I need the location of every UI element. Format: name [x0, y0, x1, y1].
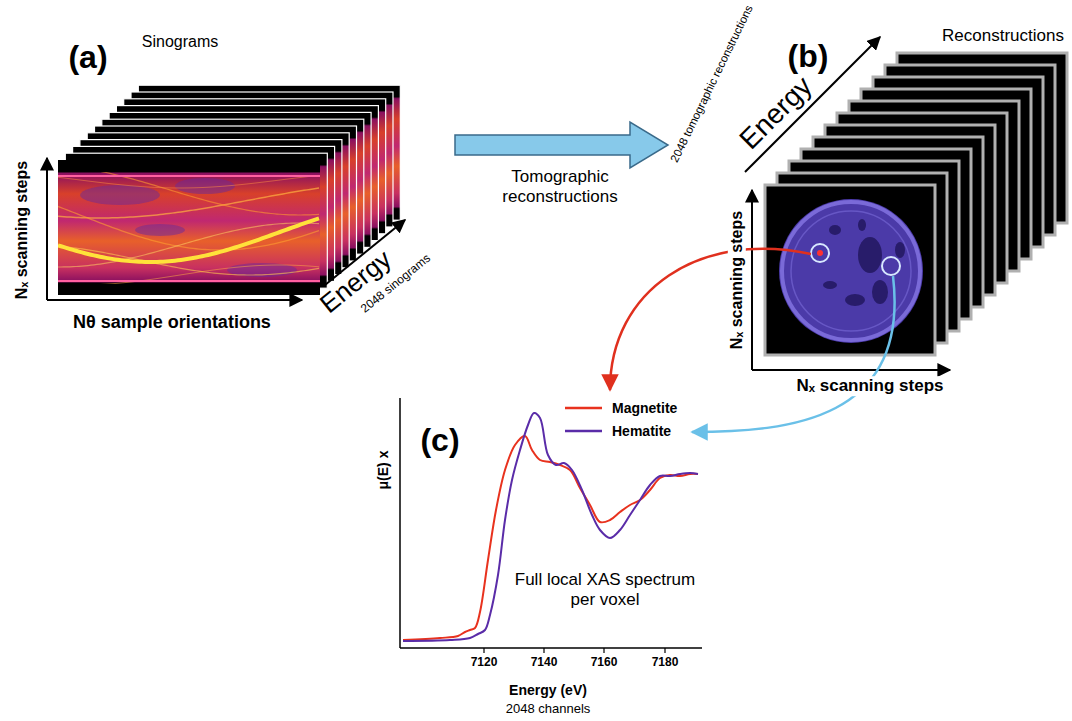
dark-grain [858, 219, 866, 231]
stack-title: Reconstructions [942, 26, 1064, 46]
axis-label: Nₓ scanning steps [13, 161, 31, 299]
y-axis [399, 398, 401, 648]
tick-label: 7180 [652, 656, 679, 670]
tick [543, 648, 544, 653]
tick-label: 7160 [591, 656, 618, 670]
axis-label: Energy [733, 70, 818, 155]
axis-label: Energy (eV) [509, 682, 587, 698]
tick-label: 7120 [471, 656, 498, 670]
sinogram-patch [135, 224, 185, 236]
axis-label: Nθ sample orientations [73, 312, 271, 333]
leader-arrow [692, 276, 895, 432]
leader-arrow [610, 249, 811, 390]
sinogram-traces [58, 172, 319, 284]
voxel-marker [811, 244, 829, 262]
arrow-label: Tomographic reconstructions [490, 167, 630, 206]
axis-note: 2048 channels [506, 702, 591, 717]
sinogram-trace [58, 172, 319, 215]
magnetite-grain [817, 250, 823, 256]
dark-grain [872, 280, 888, 304]
sample-inner-rim [791, 211, 911, 331]
sample-disk [779, 199, 923, 343]
axis-arrow [47, 299, 302, 301]
tick [603, 648, 604, 653]
legend-entry: Magnetite [612, 400, 677, 416]
legend-line [565, 430, 602, 433]
dark-grain [823, 281, 837, 289]
sample-rim [782, 202, 920, 340]
tick [664, 648, 665, 653]
magnetite-spectrum [403, 436, 698, 640]
sinogram-patch [80, 185, 160, 205]
stack-title: Sinograms [142, 33, 218, 51]
sinogram-edge [58, 280, 320, 282]
hematite-spectrum [403, 413, 698, 641]
tick-label: 7140 [531, 656, 558, 670]
process-arrow [455, 122, 668, 168]
sinogram-trace [58, 175, 319, 188]
legend-line [565, 407, 602, 410]
sinogram-trace [58, 206, 319, 250]
legend-entry: Hematite [612, 423, 671, 439]
axis-label: Nₓ scanning steps [728, 208, 746, 352]
plot-note: Full local XAS spectrum per voxel [505, 570, 705, 609]
x-axis [400, 647, 702, 649]
tick [483, 648, 484, 653]
axis-label: Nₓ scanning steps [794, 376, 947, 396]
panel-letter: (a) [68, 39, 107, 76]
axis-arrow [752, 369, 950, 371]
panel-letter: (c) [420, 422, 459, 459]
axis-arrow [46, 158, 48, 300]
axis-label: μ(E) x [375, 451, 391, 490]
sinogram-stack [58, 85, 400, 295]
sinogram-trace [58, 265, 319, 284]
reconstruction-frame [765, 185, 935, 355]
voxel-marker [882, 257, 900, 275]
sample-features [823, 219, 905, 306]
sinogram-frame [58, 160, 320, 295]
dark-grain [845, 294, 865, 306]
dark-grain [858, 237, 882, 273]
dark-grain [895, 242, 905, 258]
sinogram-trace [58, 218, 319, 262]
axis-arrow [751, 190, 753, 370]
sinogram-edge [58, 175, 320, 177]
sinogram-trace [58, 188, 319, 218]
dark-grain [829, 225, 841, 235]
panel-letter: (b) [788, 38, 829, 75]
